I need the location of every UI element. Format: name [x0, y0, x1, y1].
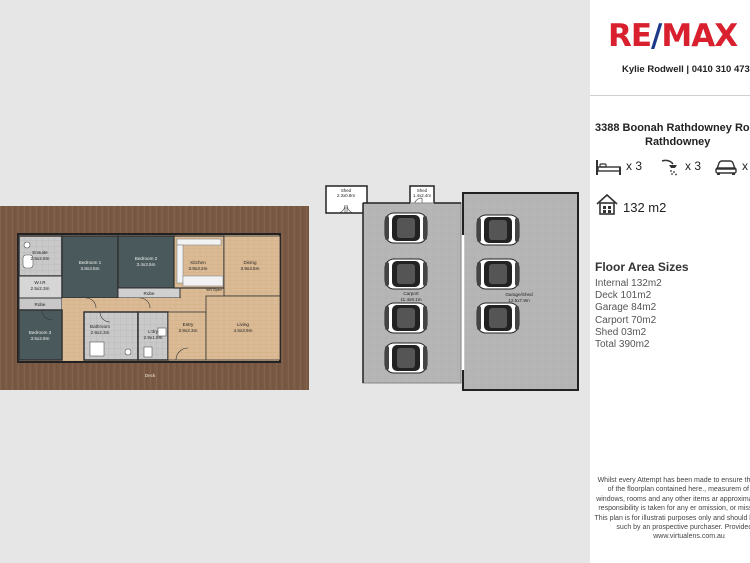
car-icon	[384, 342, 428, 374]
bathrooms-feature: x 3	[659, 158, 709, 176]
bathrooms-count: x 3	[685, 159, 702, 173]
car-icon	[715, 160, 737, 175]
label-shed-1: Shed	[341, 188, 352, 193]
label-robe: Robe	[144, 291, 155, 296]
size-ensuite: 2.5x2.8m	[31, 256, 50, 261]
floor-area-heading: Floor Area Sizes	[595, 260, 689, 274]
size-garage: 12.5x7.9m	[508, 298, 530, 303]
floorplan-canvas: Ensuite 2.5x2.8m Bedroom 1 3.8x3.5m Bedr…	[0, 185, 579, 391]
label-bathroom: Bathroom	[90, 324, 110, 329]
label-bedroom3: Bedroom 3	[29, 330, 52, 335]
property-address: 3388 Boonah Rathdowney Ro Rathdowney	[590, 121, 750, 149]
house-icon	[596, 193, 618, 215]
size-kitchen: 3.8x3.2m	[189, 266, 208, 271]
floor-area-item: Shed 03m2	[595, 326, 647, 338]
size-bedroom1: 3.8x3.5m	[81, 266, 100, 271]
label-ensuite: Ensuite	[32, 250, 48, 255]
floor-area-item: Deck 101m2	[595, 290, 652, 302]
floor-area-item: Garage 84m2	[595, 302, 657, 314]
car-icon	[476, 214, 520, 246]
size-dining: 3.9x3.5m	[241, 266, 260, 271]
floor-area-total: 132 m2	[595, 192, 715, 216]
agent-contact: Kylie Rodwell | 0410 310 473	[622, 64, 750, 75]
carspaces-feature: x	[714, 158, 750, 176]
bedrooms-feature: x 3	[595, 158, 655, 176]
floor-area-value: 132 m2	[623, 200, 667, 215]
size-shed-1: 2.3x0.8m	[337, 193, 355, 198]
label-bedroom1: Bedroom 1	[79, 260, 102, 265]
size-laundry: 2.9x1.9m	[144, 335, 163, 340]
label-wi-open: W/I Open	[206, 288, 221, 292]
address-line-2: Rathdowney	[645, 136, 711, 148]
size-bathroom: 2.9x2.3m	[91, 330, 110, 335]
label-garage: Garage/Shed	[505, 292, 533, 297]
size-carport: 11.4x6.1m	[400, 297, 421, 302]
size-entry: 3.9x2.3m	[179, 328, 198, 333]
size-wir: 2.5x2.3m	[31, 286, 50, 291]
label-living: Living	[237, 322, 249, 327]
listing-info-panel: RE/MAX Kylie Rodwell | 0410 310 473 3388…	[590, 0, 750, 563]
room-entry	[167, 311, 207, 361]
label-dining: Dining	[243, 260, 256, 265]
car-icon	[384, 302, 428, 334]
label-kitchen: Kitchen	[190, 260, 206, 265]
size-living: 4.5x3.9m	[234, 328, 253, 333]
floor-area-item: Total 390m2	[595, 339, 650, 351]
hallway	[62, 298, 180, 312]
bedrooms-count: x 3	[626, 159, 643, 173]
label-carport: Carport	[403, 291, 419, 296]
shower-icon	[661, 159, 677, 176]
address-line-1: 3388 Boonah Rathdowney Ro	[595, 122, 750, 134]
divider	[590, 95, 750, 96]
floor-area-item: Carport 70m2	[595, 314, 657, 326]
floor-area-item: Internal 132m2	[595, 278, 662, 289]
car-icon	[384, 258, 428, 290]
label-deck: Deck	[145, 373, 156, 378]
floor-area-list: Internal 132m2 Deck 101m2 Garage 84m2 Ca…	[595, 278, 662, 351]
bed-icon	[596, 160, 621, 175]
room-bedroom3	[18, 309, 63, 361]
size-shed-2: 1.4x2.4m	[413, 193, 431, 198]
label-robe-left: Robe	[35, 302, 46, 307]
label-shed-2: Shed	[417, 188, 428, 193]
room-living	[205, 295, 281, 361]
remax-logo: RE/MAX	[608, 18, 738, 54]
car-icon	[476, 258, 520, 290]
label-bedroom2: Bedroom 2	[135, 256, 158, 261]
disclaimer-text: Whilst every Attempt has been made to en…	[594, 477, 750, 541]
car-icon	[384, 212, 428, 244]
label-entry: Entry	[183, 322, 194, 327]
size-bedroom3: 3.5x2.9m	[31, 336, 50, 341]
label-laundry: L'dry	[148, 329, 159, 334]
shed-1	[325, 185, 368, 214]
car-icon	[476, 302, 520, 334]
floorplan-drawing: Ensuite 2.5x2.8m Bedroom 1 3.8x3.5m Bedr…	[0, 185, 579, 391]
label-wir: W.I.R	[34, 280, 46, 285]
carspaces-count: x	[742, 159, 748, 173]
size-bedroom2: 3.4x3.5m	[137, 262, 156, 267]
